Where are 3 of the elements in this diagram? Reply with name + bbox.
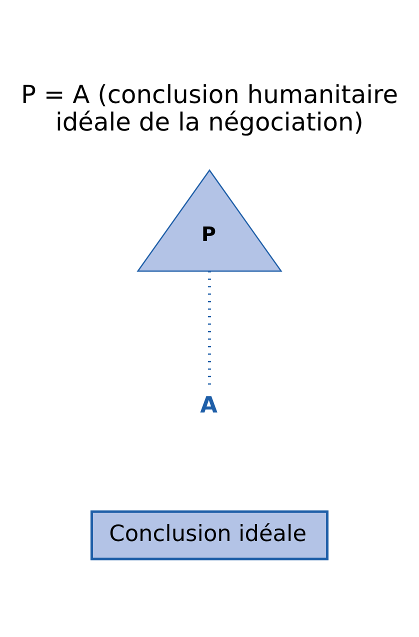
node-text: A bbox=[200, 392, 218, 418]
diagram-title: P = A (conclusion humanitaire idéale de la négociation) bbox=[20, 80, 398, 136]
node-box: Conclusion idéale bbox=[90, 510, 328, 560]
